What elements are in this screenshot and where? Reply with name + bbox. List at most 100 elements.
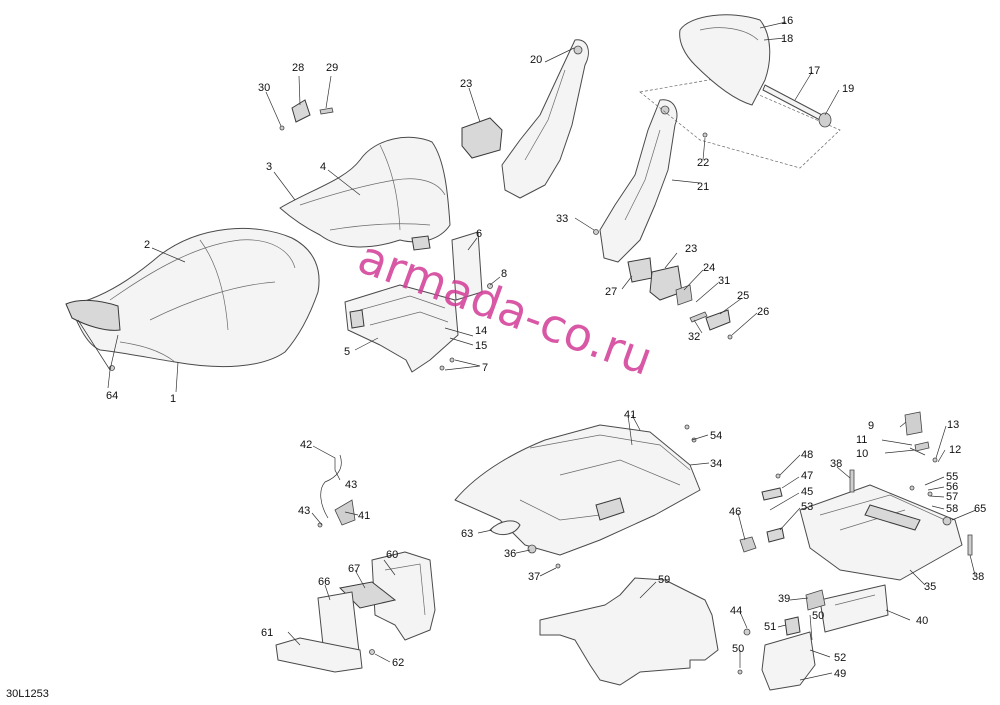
hook-46 — [739, 536, 757, 553]
callout-14: 14 — [475, 325, 487, 337]
callout-41b: 41 — [358, 510, 370, 522]
callout-44: 44 — [730, 605, 742, 617]
callout-38b: 38 — [972, 571, 984, 583]
latch-block — [461, 117, 503, 159]
callout-49: 49 — [834, 668, 846, 680]
bin-tray — [275, 637, 363, 673]
lower-bracket — [761, 631, 816, 691]
latch-hardware — [675, 284, 731, 331]
callout-34: 34 — [710, 458, 722, 470]
leader-lines — [77, 21, 977, 681]
callout-45: 45 — [801, 486, 813, 498]
callout-11: 11 — [856, 434, 867, 446]
callout-66: 66 — [318, 576, 330, 588]
callout-15: 15 — [475, 340, 487, 352]
plate-bracket — [819, 584, 889, 633]
callout-37: 37 — [528, 571, 540, 583]
small-bracket — [279, 99, 334, 131]
callout-55: 55 — [946, 471, 958, 483]
latch-spring-set — [904, 411, 930, 456]
callout-13: 13 — [947, 419, 959, 431]
callout-7: 7 — [482, 362, 488, 374]
luggage-rack — [799, 484, 963, 581]
callout-64: 64 — [106, 390, 118, 402]
pin-38-left — [849, 469, 855, 493]
tub-bumper — [527, 544, 537, 554]
backrest-bracket-right — [599, 99, 678, 263]
callout-1: 1 — [170, 393, 176, 405]
backrest-bracket-left — [501, 39, 589, 199]
pin-38-right — [967, 534, 973, 556]
callout-62: 62 — [392, 657, 404, 669]
lower-latch — [627, 257, 683, 301]
callout-12: 12 — [949, 444, 961, 456]
callout-50b: 50 — [732, 643, 744, 655]
callout-22: 22 — [697, 157, 709, 169]
callout-40: 40 — [916, 615, 928, 627]
callout-46: 46 — [729, 506, 741, 518]
callout-63: 63 — [461, 528, 473, 540]
callout-31: 31 — [718, 275, 730, 287]
callout-65: 65 — [974, 503, 986, 515]
callout-8: 8 — [501, 268, 507, 280]
hinge-51 — [784, 616, 801, 636]
callout-54: 54 — [710, 430, 722, 442]
callout-18: 18 — [781, 33, 793, 45]
callout-23a: 23 — [460, 78, 472, 90]
callout-9: 9 — [868, 420, 874, 432]
callout-36: 36 — [504, 548, 516, 560]
callout-20: 20 — [530, 54, 542, 66]
callout-33: 33 — [556, 213, 568, 225]
callout-50a: 50 — [812, 610, 824, 622]
callout-39: 39 — [778, 593, 790, 605]
bracket-clip-2 — [766, 527, 785, 543]
callout-23b: 23 — [685, 243, 697, 255]
callout-48: 48 — [801, 449, 813, 461]
drawing-reference: 30L1253 — [6, 688, 49, 700]
callout-35: 35 — [924, 581, 936, 593]
callout-57: 57 — [946, 491, 958, 503]
callout-26: 26 — [757, 306, 769, 318]
tub-grommet — [489, 520, 521, 536]
fasteners — [109, 132, 952, 675]
callout-47: 47 — [801, 470, 813, 482]
callout-10: 10 — [856, 448, 868, 460]
callout-38a: 38 — [830, 458, 842, 470]
callout-labels: 1 2 3 4 5 6 7 8 9 10 11 12 13 14 15 16 1… — [106, 15, 986, 680]
release-cable — [320, 454, 356, 526]
main-seat — [65, 227, 320, 368]
callout-16: 16 — [781, 15, 793, 27]
callout-53: 53 — [801, 501, 813, 513]
callout-24: 24 — [703, 262, 715, 274]
floor-mat — [539, 577, 719, 686]
callout-27: 27 — [605, 286, 617, 298]
callout-67: 67 — [348, 563, 360, 575]
callout-59: 59 — [658, 574, 670, 586]
callout-41a: 41 — [624, 409, 636, 421]
callout-30: 30 — [258, 82, 270, 94]
callout-29: 29 — [326, 62, 338, 74]
callout-60: 60 — [386, 549, 398, 561]
callout-6: 6 — [476, 228, 482, 240]
callout-43a: 43 — [345, 479, 357, 491]
callout-17: 17 — [808, 65, 820, 77]
callout-5: 5 — [344, 346, 350, 358]
passenger-seat — [279, 136, 451, 251]
callout-4: 4 — [320, 161, 326, 173]
support-rod — [762, 84, 832, 128]
callout-58: 58 — [946, 503, 958, 515]
callout-3: 3 — [266, 161, 272, 173]
bracket-clip — [761, 487, 783, 501]
backrest-cushion — [679, 14, 771, 106]
callout-61: 61 — [261, 627, 273, 639]
rear-storage-tub — [454, 424, 701, 556]
callout-43b: 43 — [298, 505, 310, 517]
mounting-plate — [451, 231, 483, 301]
storage-bin-lid — [371, 551, 436, 641]
callout-19: 19 — [842, 83, 854, 95]
callout-28: 28 — [292, 62, 304, 74]
callout-42: 42 — [300, 439, 312, 451]
seat-base-frame — [344, 284, 459, 373]
callout-2: 2 — [144, 239, 150, 251]
